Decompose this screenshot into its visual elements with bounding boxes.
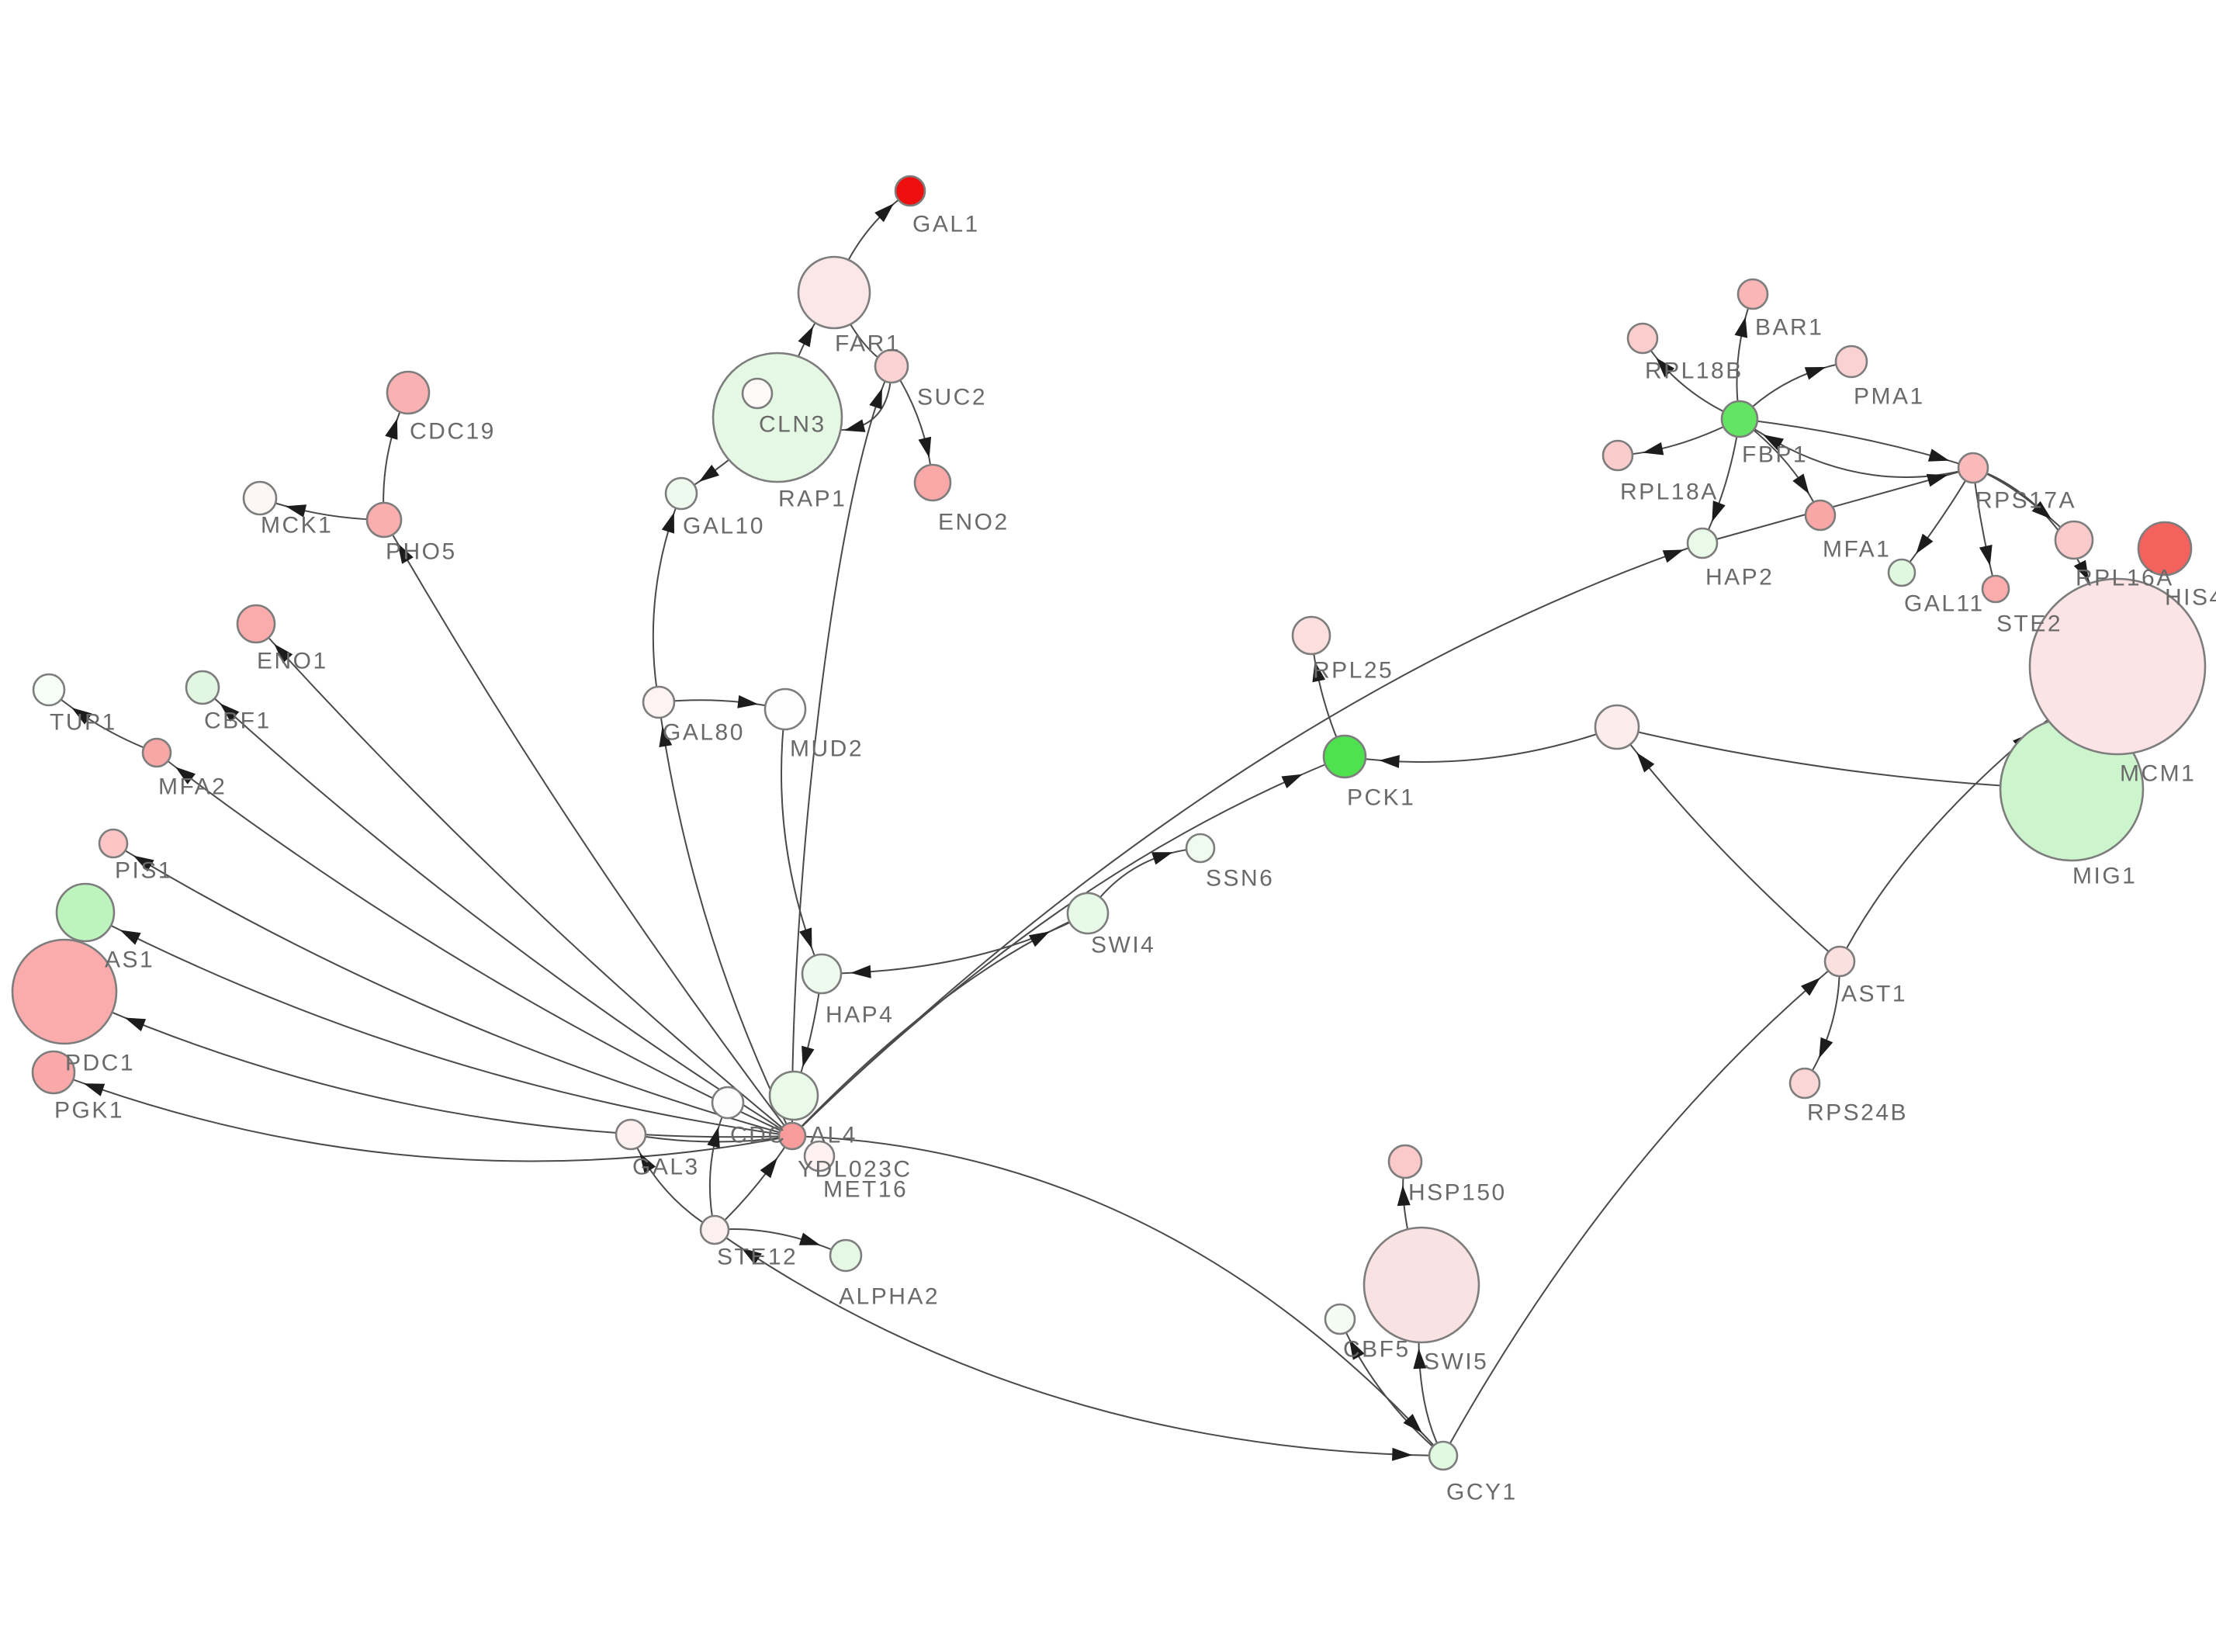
svg-text:MCK1: MCK1 — [261, 513, 333, 539]
svg-text:AL4: AL4 — [810, 1123, 857, 1148]
svg-text:STE12: STE12 — [717, 1245, 798, 1270]
svg-text:PDC1: PDC1 — [65, 1051, 135, 1076]
svg-text:MIG1: MIG1 — [2072, 864, 2137, 889]
svg-text:CBF1: CBF1 — [204, 708, 272, 734]
svg-text:PMA1: PMA1 — [1854, 384, 1925, 410]
svg-text:PCK1: PCK1 — [1347, 785, 1415, 811]
svg-text:CLN3: CLN3 — [759, 412, 826, 438]
svg-text:FBP1: FBP1 — [1742, 442, 1808, 468]
svg-text:GAL3: GAL3 — [632, 1155, 700, 1180]
svg-text:SUC2: SUC2 — [917, 385, 987, 410]
svg-text:TUP1: TUP1 — [50, 710, 117, 736]
svg-text:GAL1: GAL1 — [912, 212, 980, 237]
svg-text:SWI5: SWI5 — [1424, 1349, 1488, 1375]
svg-text:CBF5: CBF5 — [1343, 1337, 1411, 1363]
svg-text:HIS4: HIS4 — [2165, 585, 2216, 611]
svg-text:RPL18B: RPL18B — [1645, 358, 1743, 384]
svg-text:AST1: AST1 — [1841, 982, 1907, 1007]
svg-text:PGK1: PGK1 — [54, 1098, 124, 1124]
svg-text:MCM1: MCM1 — [2120, 761, 2196, 787]
svg-text:AS1: AS1 — [105, 947, 154, 973]
svg-text:SSN6: SSN6 — [1206, 866, 1274, 892]
svg-text:RPL16A: RPL16A — [2076, 566, 2174, 591]
svg-text:HAP2: HAP2 — [1705, 565, 1774, 590]
svg-text:ENO2: ENO2 — [938, 510, 1009, 535]
svg-text:SWI4: SWI4 — [1091, 933, 1155, 958]
svg-text:BAR1: BAR1 — [1755, 315, 1823, 341]
svg-text:STE2: STE2 — [1996, 611, 2062, 637]
svg-text:GAL11: GAL11 — [1904, 591, 1985, 617]
svg-text:RPL18A: RPL18A — [1620, 480, 1719, 505]
svg-text:GCY1: GCY1 — [1446, 1480, 1518, 1505]
svg-text:HAP4: HAP4 — [826, 1003, 894, 1028]
svg-text:RAP1: RAP1 — [778, 487, 847, 512]
svg-text:MFA2: MFA2 — [158, 774, 227, 800]
svg-text:PHO5: PHO5 — [386, 539, 457, 565]
svg-text:HSP150: HSP150 — [1408, 1180, 1507, 1206]
svg-text:RPL25: RPL25 — [1313, 658, 1394, 684]
svg-text:MET16: MET16 — [823, 1177, 908, 1203]
svg-text:GAL10: GAL10 — [683, 514, 765, 539]
svg-text:CDC: CDC — [730, 1123, 787, 1148]
svg-text:PIS1: PIS1 — [115, 858, 173, 884]
svg-text:ALPHA2: ALPHA2 — [839, 1284, 940, 1310]
svg-text:CDC19: CDC19 — [410, 419, 496, 445]
svg-text:RPS24B: RPS24B — [1807, 1100, 1908, 1126]
svg-text:MUD2: MUD2 — [790, 736, 864, 762]
svg-text:ENO1: ENO1 — [257, 649, 328, 674]
svg-text:MFA1: MFA1 — [1823, 537, 1891, 563]
svg-text:FAR1: FAR1 — [835, 331, 901, 357]
svg-text:YDL023C: YDL023C — [798, 1157, 912, 1183]
svg-text:GAL80: GAL80 — [663, 720, 745, 746]
svg-text:RPS17A: RPS17A — [1975, 488, 2076, 514]
